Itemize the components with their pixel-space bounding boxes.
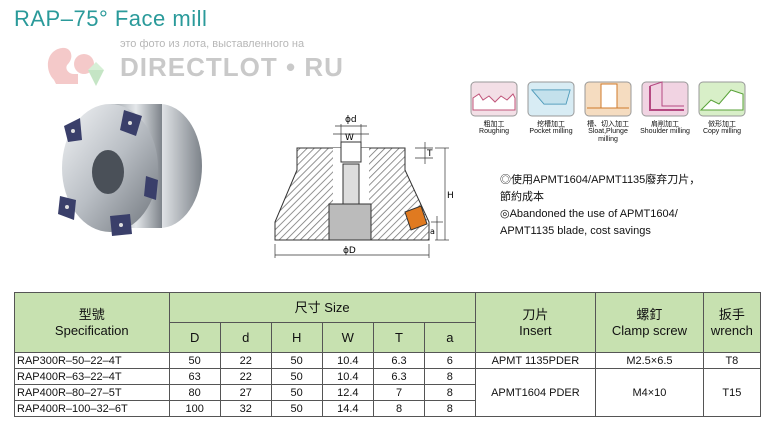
slot-plunge-icon [584, 81, 632, 117]
cell-H: 50 [270, 352, 323, 369]
cell-d: 32 [219, 400, 272, 417]
cell-D: 63 [168, 368, 221, 385]
cell-T: 8 [372, 400, 426, 417]
cell-spec: RAP400R–63–22–4T [14, 368, 170, 385]
cell-W: 14.4 [321, 400, 374, 417]
cell-H: 50 [270, 368, 323, 385]
note-line: ◎使用APMT1604/APMT1135廢弃刀片， [500, 174, 701, 186]
dim-label-a: a [430, 227, 435, 236]
cell-spec: RAP400R–80–27–5T [14, 384, 170, 401]
header-clamp-screw: 螺釘 Clamp screw [595, 292, 704, 353]
table-row: RAP400R–80–27–5T 80 27 50 12.4 7 8 [14, 384, 761, 401]
cell-H: 50 [270, 400, 323, 417]
header-col-d: d [219, 322, 272, 353]
face-mill-photo [58, 104, 202, 236]
page-title: RAP–75° Face mill [14, 6, 208, 31]
note-line: APMT1135 blade, cost savings [500, 225, 651, 237]
operations-strip: 粗加工 Roughing 挖槽加工 Pocket milling 槽、切入加工 … [468, 80, 753, 155]
cell-a: 8 [424, 368, 476, 385]
table-row: RAP400R–63–22–4T 63 22 50 10.4 6.3 8 APM… [14, 368, 761, 417]
dim-label-phi-d: ϕd [345, 115, 357, 125]
roughing-icon [470, 81, 518, 117]
header-col-a: a [424, 322, 476, 353]
operation-copy-milling: 倣形加工 Copy milling [696, 80, 748, 136]
header-specification: 型號 Specification [14, 292, 170, 353]
cross-section-drawing: ϕd W T H a ϕD [274, 115, 454, 258]
cell-D: 100 [168, 400, 221, 417]
header-wrench: 扳手 wrench [702, 292, 761, 353]
specification-table: 型號 Specification 尺寸 Size 刀片 Insert 螺釘 Cl… [14, 292, 761, 417]
cell-screw: M2.5×6.5 [595, 352, 704, 369]
squirrel-logo-icon [47, 47, 104, 86]
table-row: RAP300R–50–22–4T 50 22 50 10.4 6.3 6 APM… [14, 352, 761, 369]
cell-a: 8 [424, 384, 476, 401]
cell-insert: APMT1604 PDER [474, 368, 597, 417]
cell-d: 27 [219, 384, 272, 401]
cell-T: 7 [372, 384, 426, 401]
cell-spec: RAP400R–100–32–6T [14, 400, 170, 417]
cell-D: 50 [168, 352, 221, 369]
watermark-brand: DIRECTLOT • RU [120, 52, 344, 82]
dim-label-t: T [426, 149, 433, 159]
notes-block: ◎使用APMT1604/APMT1135廢弃刀片， 節約成本 ◎Abandone… [500, 172, 750, 240]
cell-spec: RAP300R–50–22–4T [14, 352, 170, 369]
dim-label-phi-D: ϕD [343, 246, 356, 256]
cell-W: 10.4 [321, 352, 374, 369]
cell-insert: APMT 1135PDER [474, 352, 597, 369]
cell-D: 80 [168, 384, 221, 401]
watermark-caption: это фото из лота, выставленного на [120, 38, 305, 50]
header-size: 尺寸 Size [168, 292, 476, 323]
header-col-T: T [372, 322, 426, 353]
header-col-W: W [321, 322, 374, 353]
pocket-milling-icon [527, 81, 575, 117]
cell-d: 22 [219, 352, 272, 369]
cell-T: 6.3 [372, 352, 426, 369]
note-line: ◎Abandoned the use of APMT1604/ [500, 208, 678, 220]
cell-d: 22 [219, 368, 272, 385]
cell-wrench: T15 [702, 368, 761, 417]
operation-roughing: 粗加工 Roughing [468, 80, 520, 136]
operation-pocket-milling: 挖槽加工 Pocket milling [525, 80, 577, 136]
header-insert: 刀片 Insert [474, 292, 597, 353]
header-col-D: D [168, 322, 221, 353]
copy-milling-icon [698, 81, 746, 117]
shoulder-milling-icon [641, 81, 689, 117]
cell-a: 8 [424, 400, 476, 417]
note-line: 節約成本 [500, 191, 544, 203]
cell-W: 10.4 [321, 368, 374, 385]
dim-label-w: W [345, 133, 354, 143]
cell-T: 6.3 [372, 368, 426, 385]
cell-a: 6 [424, 352, 476, 369]
operation-slot-plunge: 槽、切入加工 Sloat,Plunge milling [582, 80, 634, 144]
cell-W: 12.4 [321, 384, 374, 401]
dim-label-h: H [447, 191, 454, 201]
table-row: RAP400R–100–32–6T 100 32 50 14.4 8 8 [14, 400, 761, 417]
header-col-H: H [270, 322, 323, 353]
cell-wrench: T8 [702, 352, 761, 369]
cell-screw: M4×10 [595, 368, 704, 417]
cell-H: 50 [270, 384, 323, 401]
operation-shoulder-milling: 肩削加工 Shoulder milling [639, 80, 691, 136]
